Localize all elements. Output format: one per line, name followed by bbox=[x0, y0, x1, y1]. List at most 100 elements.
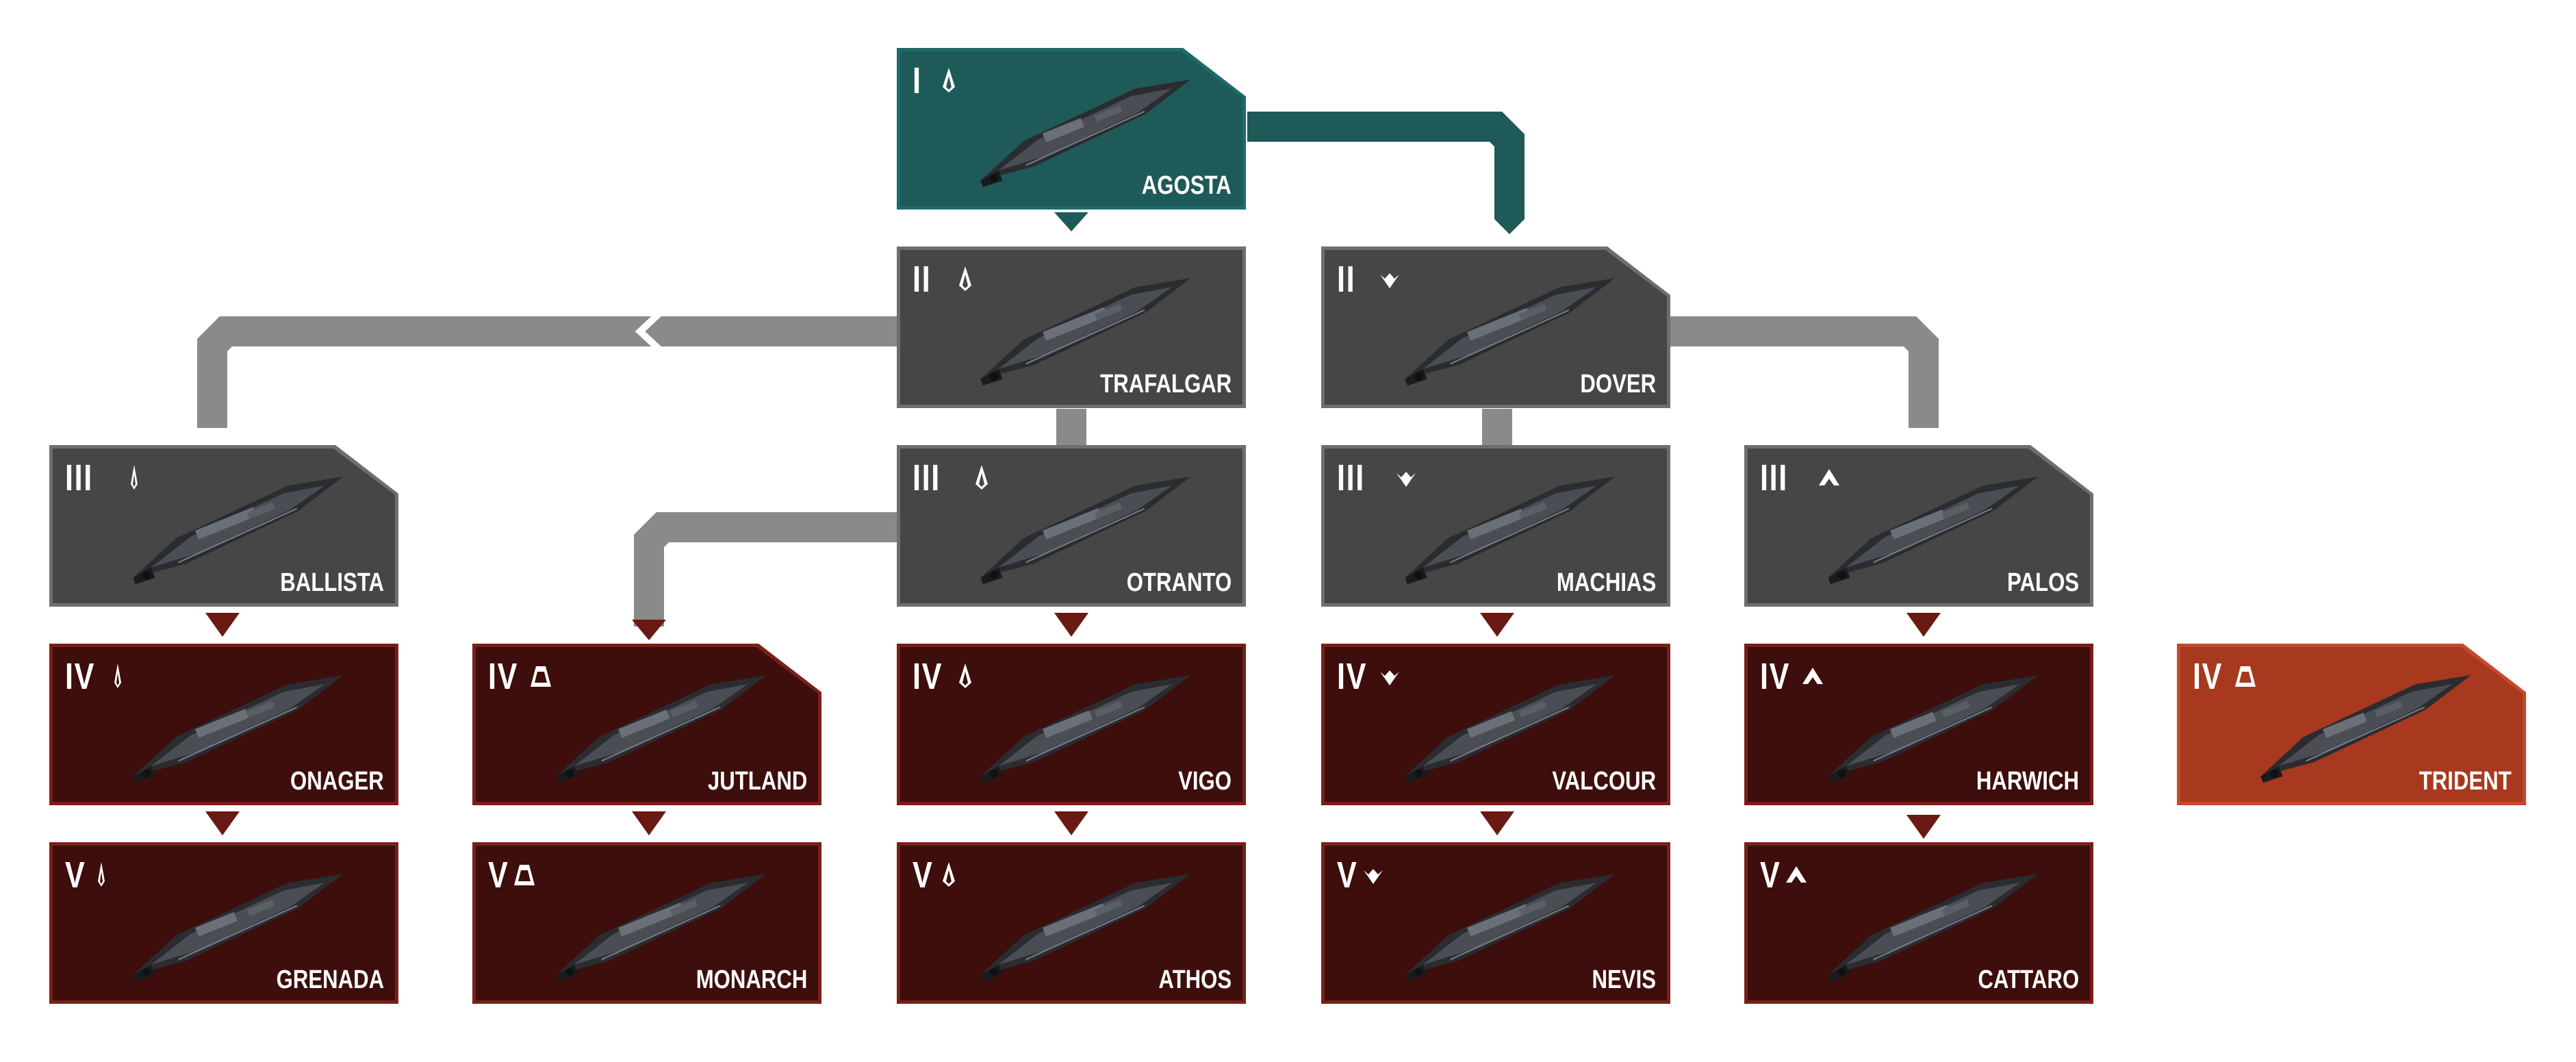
connector-arrow bbox=[205, 613, 240, 637]
fan-class-icon bbox=[1380, 670, 1399, 685]
ship-tier: III bbox=[65, 457, 93, 498]
connector-trafalgar-otranto bbox=[1056, 409, 1086, 446]
ship-card-machias[interactable]: III MACHIAS bbox=[1321, 445, 1670, 607]
card-body: II DOVER bbox=[1325, 250, 1667, 405]
bell-class-icon bbox=[531, 666, 551, 687]
ship-name: HARWICH bbox=[1976, 767, 2079, 796]
spear-class-icon bbox=[943, 862, 955, 887]
ship-tier: III bbox=[913, 457, 941, 498]
needle-class-icon bbox=[131, 465, 138, 490]
ship-image bbox=[980, 79, 1191, 188]
connector-arrow bbox=[205, 811, 240, 835]
needle-class-icon bbox=[114, 663, 121, 688]
ship-tier: III bbox=[1337, 457, 1365, 498]
ship-name: NEVIS bbox=[1592, 965, 1656, 994]
card-body: I AGOSTA bbox=[900, 51, 1242, 206]
ship-name: TRIDENT bbox=[2419, 767, 2512, 796]
connector-chevron bbox=[635, 309, 663, 353]
ship-card-valcour[interactable]: IV VALCOUR bbox=[1321, 644, 1670, 805]
ship-card-trafalgar[interactable]: II TRAFALGAR bbox=[897, 246, 1246, 408]
connector-arrow bbox=[1054, 613, 1088, 637]
ship-name: DOVER bbox=[1580, 370, 1656, 399]
spear-class-icon bbox=[943, 68, 955, 92]
ship-image bbox=[556, 675, 767, 783]
ship-tier: IV bbox=[488, 656, 519, 697]
connector-arrow bbox=[1494, 219, 1525, 234]
arrow-class-icon bbox=[1819, 469, 1839, 485]
ship-tier: III bbox=[1760, 457, 1788, 498]
arrow-class-icon bbox=[1786, 866, 1807, 883]
ship-name: VALCOUR bbox=[1552, 767, 1656, 796]
ship-card-trident[interactable]: IV TRIDENT bbox=[2177, 644, 2526, 805]
connector-arrow bbox=[1054, 811, 1088, 835]
ship-tier: V bbox=[1760, 855, 1781, 896]
connector-otranto-jutland bbox=[634, 512, 897, 627]
ship-card-dover[interactable]: II DOVER bbox=[1321, 246, 1670, 408]
connector-dover-palos bbox=[1670, 316, 1939, 428]
ship-tier: IV bbox=[2193, 656, 2223, 697]
card-body: V NEVIS bbox=[1325, 846, 1667, 1000]
card-body: IV VIGO bbox=[900, 647, 1242, 802]
ship-card-grenada[interactable]: V GRENADA bbox=[49, 842, 398, 1004]
connector-arrow bbox=[1480, 811, 1514, 835]
ship-name: PALOS bbox=[2006, 568, 2079, 597]
ship-image bbox=[1828, 675, 2039, 783]
ship-card-athos[interactable]: V ATHOS bbox=[897, 842, 1246, 1004]
ship-image bbox=[556, 874, 767, 982]
ship-image bbox=[1828, 477, 2039, 585]
card-body: IV ONAGER bbox=[53, 647, 395, 802]
connector-arrow bbox=[1907, 815, 1941, 839]
ship-card-monarch[interactable]: V MONARCH bbox=[472, 842, 821, 1004]
ship-card-vigo[interactable]: IV VIGO bbox=[897, 644, 1246, 805]
ship-tier: V bbox=[1337, 855, 1358, 896]
connector-arrow bbox=[1054, 212, 1088, 231]
connector-arrow bbox=[632, 620, 666, 640]
ship-name: ATHOS bbox=[1158, 965, 1232, 994]
connector-dover-machias bbox=[1482, 409, 1512, 446]
bell-class-icon bbox=[2235, 666, 2256, 687]
ship-name: VIGO bbox=[1178, 767, 1232, 796]
card-body: V GRENADA bbox=[53, 846, 395, 1000]
ship-image bbox=[2260, 675, 2471, 783]
ship-card-harwich[interactable]: IV HARWICH bbox=[1744, 644, 2093, 805]
fan-class-icon bbox=[1397, 472, 1416, 487]
ship-card-otranto[interactable]: III OTRANTO bbox=[897, 445, 1246, 607]
ship-name: CATTARO bbox=[1978, 965, 2079, 994]
card-body: V ATHOS bbox=[900, 846, 1242, 1000]
card-body: IV TRIDENT bbox=[2180, 647, 2523, 802]
arrow-class-icon bbox=[1802, 668, 1823, 684]
connector-trafalgar-ballista bbox=[197, 316, 897, 428]
ship-card-onager[interactable]: IV ONAGER bbox=[49, 644, 398, 805]
ship-image bbox=[1405, 278, 1616, 386]
connector-arrow bbox=[632, 811, 666, 835]
card-body: III PALOS bbox=[1748, 448, 2090, 603]
card-body: IV HARWICH bbox=[1748, 647, 2090, 802]
card-body: III BALLISTA bbox=[53, 448, 395, 603]
spear-class-icon bbox=[959, 663, 971, 688]
ship-image bbox=[133, 874, 344, 982]
ship-name: GRENADA bbox=[276, 965, 384, 994]
ship-name: AGOSTA bbox=[1142, 171, 1232, 200]
ship-tier: IV bbox=[1760, 656, 1791, 697]
ship-card-cattaro[interactable]: V CATTARO bbox=[1744, 842, 2093, 1004]
spear-class-icon bbox=[959, 266, 971, 291]
needle-class-icon bbox=[98, 862, 105, 887]
ship-tier: IV bbox=[65, 656, 96, 697]
ship-image bbox=[1828, 874, 2039, 982]
card-body: IV JUTLAND bbox=[476, 647, 818, 802]
fan-class-icon bbox=[1380, 273, 1399, 288]
ship-image bbox=[980, 874, 1191, 982]
ship-card-nevis[interactable]: V NEVIS bbox=[1321, 842, 1670, 1004]
ship-card-agosta[interactable]: I AGOSTA bbox=[897, 48, 1246, 210]
card-body: V MONARCH bbox=[476, 846, 818, 1000]
ship-name: TRAFALGAR bbox=[1099, 370, 1232, 399]
ship-card-ballista[interactable]: III BALLISTA bbox=[49, 445, 398, 607]
fan-class-icon bbox=[1364, 869, 1383, 884]
ship-image bbox=[133, 675, 344, 783]
ship-card-palos[interactable]: III PALOS bbox=[1744, 445, 2093, 607]
ship-name: ONAGER bbox=[290, 767, 384, 796]
ship-card-jutland[interactable]: IV JUTLAND bbox=[472, 644, 821, 805]
ship-image bbox=[980, 675, 1191, 783]
